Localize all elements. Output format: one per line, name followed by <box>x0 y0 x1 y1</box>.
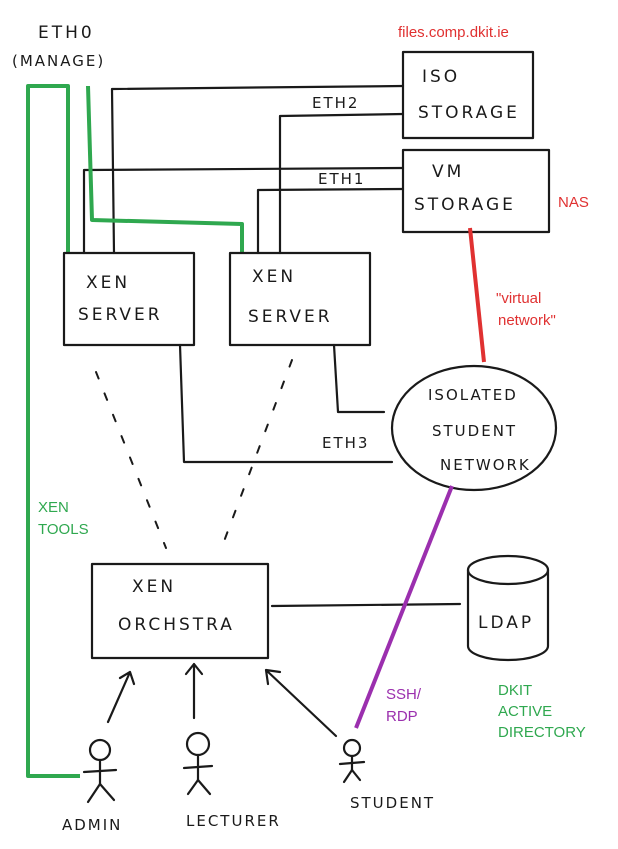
xen-server-1: XEN SERVER <box>62 251 196 347</box>
eth3-line-server2 <box>332 343 386 414</box>
isolated-network-line2: STUDENT <box>432 422 517 440</box>
server1-orchestra-dash <box>95 371 167 549</box>
ldap-cylinder-body <box>466 568 550 662</box>
server2-management-line <box>86 85 244 253</box>
storage-links <box>82 84 405 255</box>
xen-server-2-border <box>228 251 372 347</box>
ldap-database: LDAP <box>466 554 550 662</box>
iso-storage-hostname: files.comp.dkit.ie <box>398 24 509 41</box>
xen-orchestra-line1: XEN <box>132 577 176 597</box>
isolated-student-network: ISOLATED STUDENT NETWORK <box>390 364 558 492</box>
virtual-network-line2: network" <box>498 312 556 329</box>
isolated-network-line3: NETWORK <box>440 456 531 474</box>
eth3-links <box>178 343 394 464</box>
orchestra-ldap-line <box>270 602 462 608</box>
isolated-network-border <box>390 364 558 492</box>
virtual-network-label: "virtual network" <box>496 290 556 329</box>
iso-link-line <box>110 84 405 255</box>
xen-server-2-line2: SERVER <box>248 307 333 327</box>
eth3-line-server1 <box>178 343 394 464</box>
eth2-label: ETH2 <box>312 94 359 112</box>
xen-tools-line2: TOOLS <box>38 521 89 538</box>
eth0-label-line1: ETH0 <box>38 23 95 43</box>
xen-server-2-line1: XEN <box>252 267 296 287</box>
eth3-label: ETH3 <box>322 434 369 452</box>
vm-storage-line2: STORAGE <box>414 195 516 215</box>
management-links <box>26 84 244 778</box>
eth1-line-b <box>256 187 405 255</box>
iso-storage-line2: STORAGE <box>418 103 520 123</box>
vm-storage-border <box>401 148 551 234</box>
xen-orchestra-line2: ORCHSTRA <box>118 615 235 635</box>
vm-storage-box: VM STORAGE <box>401 148 551 234</box>
ldap-label: LDAP <box>478 613 534 633</box>
vm-storage-line1: VM <box>432 162 464 182</box>
student-label: STUDENT <box>350 794 435 812</box>
virtual-network-line1: "virtual <box>496 290 541 307</box>
admin-management-line <box>26 84 80 778</box>
nas-label: NAS <box>558 194 589 211</box>
student-arrow <box>264 668 338 738</box>
dkit-ad-line1: DKIT <box>498 682 532 699</box>
dkit-ad-label: DKIT ACTIVE DIRECTORY <box>498 682 586 741</box>
xen-server-1-border <box>62 251 196 347</box>
lecturer-figure-icon <box>182 731 214 796</box>
xen-server-2: XEN SERVER <box>228 251 372 347</box>
ssh-rdp-label: SSH/ RDP <box>386 686 422 725</box>
eth2-line <box>278 112 405 255</box>
ssh-rdp-line2: RDP <box>386 708 418 725</box>
xen-orchestra: XEN ORCHSTRA <box>90 562 270 660</box>
admin-label: ADMIN <box>62 816 122 834</box>
lecturer-arrow <box>184 662 204 720</box>
isolated-network-line1: ISOLATED <box>428 386 518 404</box>
eth1-label: ETH1 <box>318 170 365 188</box>
server-orchestra-links <box>95 359 293 553</box>
xen-tools-line1: XEN <box>38 499 69 516</box>
student-figure-icon <box>338 738 366 784</box>
virtual-network-line <box>468 227 486 363</box>
iso-storage-line1: ISO <box>422 67 460 87</box>
eth0-label-line2: (MANAGE) <box>12 52 105 70</box>
dkit-ad-line3: DIRECTORY <box>498 724 586 741</box>
xen-server-1-line1: XEN <box>86 273 130 293</box>
dkit-ad-line2: ACTIVE <box>498 703 552 720</box>
user-arrows <box>106 662 338 738</box>
iso-storage-box: ISO STORAGE <box>401 50 535 140</box>
ldap-cylinder-top <box>466 554 550 586</box>
server2-orchestra-dash <box>219 359 293 553</box>
xen-tools-label: XEN TOOLS <box>38 499 89 538</box>
admin-figure-icon <box>82 738 118 804</box>
eth0-label: ETH0 (MANAGE) <box>12 23 105 70</box>
lecturer-label: LECTURER <box>186 812 281 830</box>
eth1-line-a <box>82 166 405 255</box>
xen-orchestra-border <box>90 562 270 660</box>
ssh-rdp-line <box>354 485 454 729</box>
xen-server-1-line2: SERVER <box>78 305 163 325</box>
iso-storage-border <box>401 50 535 140</box>
ssh-rdp-line1: SSH/ <box>386 686 422 703</box>
admin-arrow <box>106 670 136 724</box>
